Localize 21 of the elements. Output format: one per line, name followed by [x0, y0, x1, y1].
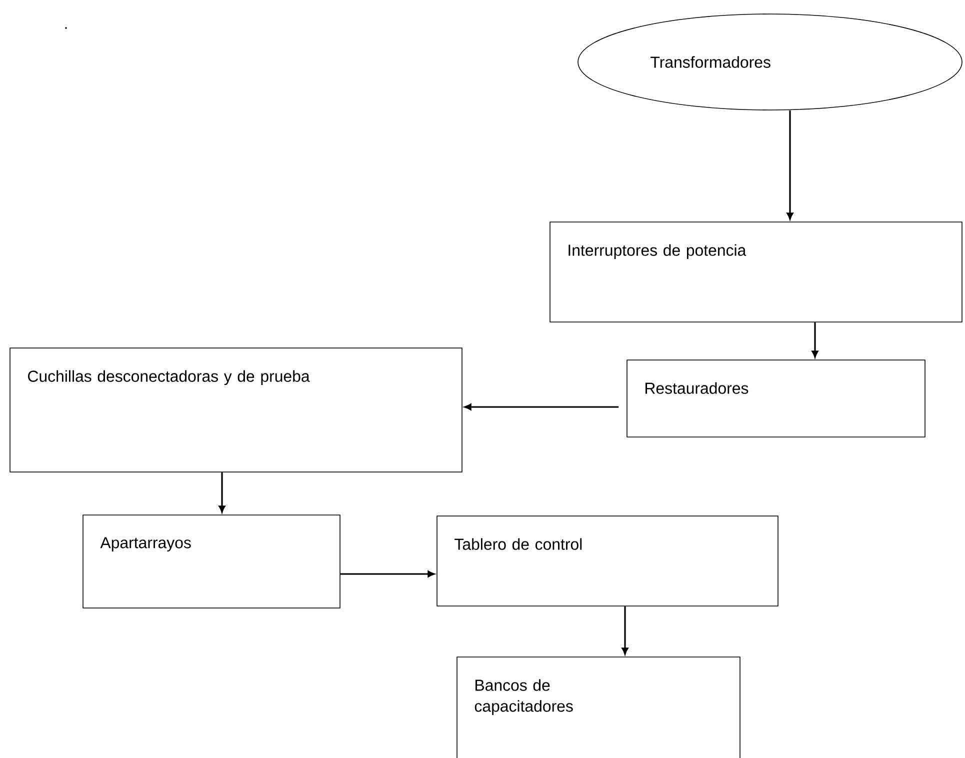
- node-text: Transformadores: [650, 56, 770, 68]
- node-text: Bancos de capacitadores: [474, 679, 573, 715]
- node-text: Tablero de control: [454, 538, 582, 550]
- arrow: [340, 570, 435, 578]
- process-box: [626, 360, 926, 438]
- dot-mark: .: [65, 27, 67, 29]
- arrow: [218, 472, 226, 513]
- arrow: [786, 110, 794, 220]
- node-text: Cuchillas desconectadoras y de prueba: [28, 370, 310, 386]
- arrow: [464, 404, 619, 410]
- ellipse-node: [578, 14, 962, 110]
- process-box: [10, 348, 462, 472]
- arrow: [622, 606, 628, 655]
- process-box: [82, 514, 340, 608]
- node-text: Restauradores: [646, 382, 748, 394]
- process-box: [456, 656, 740, 758]
- process-box: [550, 222, 962, 322]
- arrow: [812, 322, 818, 358]
- node-text: Interruptores de potencia: [568, 244, 746, 260]
- process-box: [436, 516, 778, 606]
- node-text: Apartarrayos: [100, 537, 191, 552]
